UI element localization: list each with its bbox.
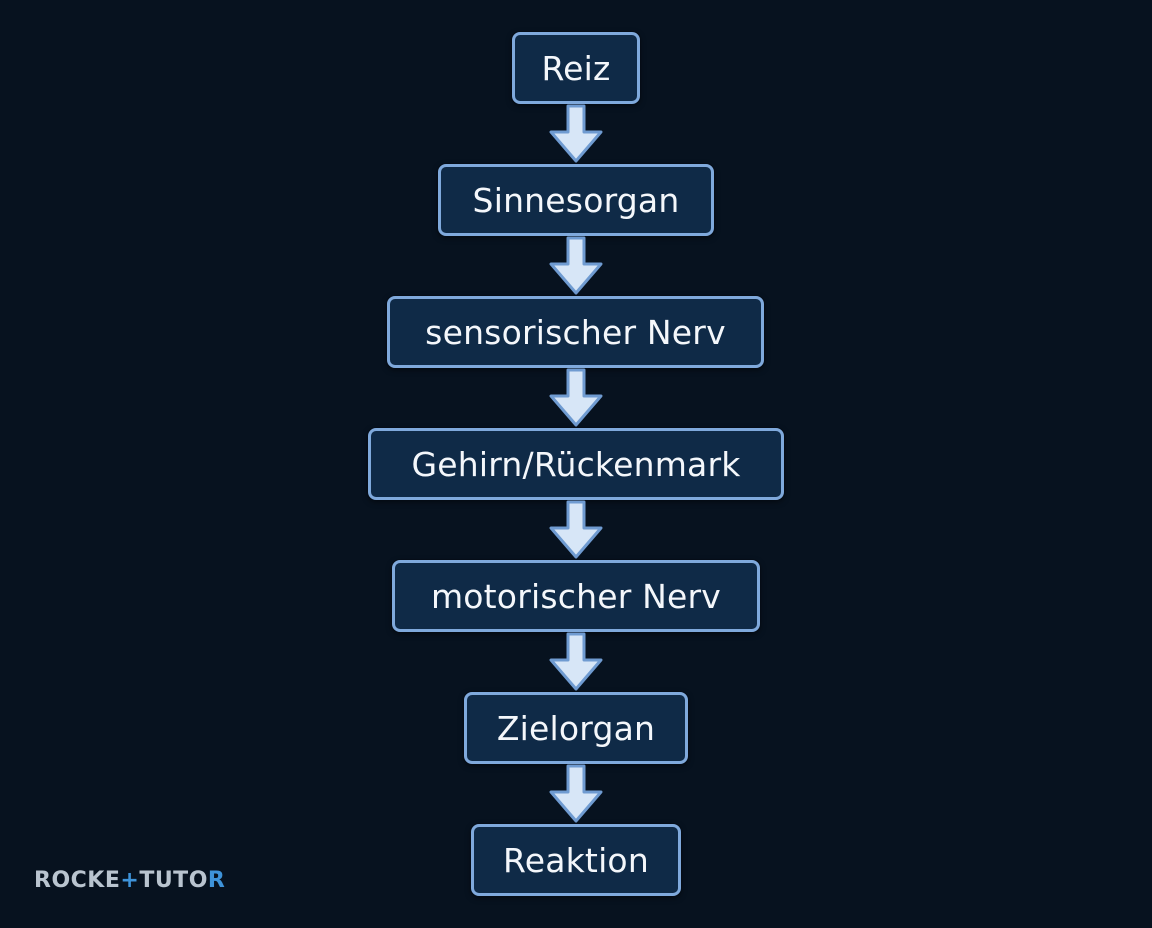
step-box-sinnesorgan: Sinnesorgan <box>438 164 714 236</box>
step-box-reaktion: Reaktion <box>471 824 681 896</box>
step-box-sensorischer-nerv: sensorischer Nerv <box>387 296 764 368</box>
rocketutor-logo: ROCKE+TUTOR <box>34 868 226 893</box>
flow-arrow-3 <box>546 368 606 428</box>
step-label-motorischer-nerv: motorischer Nerv <box>430 576 722 616</box>
flow-arrow-5 <box>546 632 606 692</box>
flow-arrow-6 <box>546 764 606 824</box>
flow-arrow-2 <box>546 236 606 296</box>
step-box-gehirn-rueckenmark: Gehirn/Rückenmark <box>368 428 784 500</box>
flow-arrow-4 <box>546 500 606 560</box>
step-label-sinnesorgan: Sinnesorgan <box>472 180 680 220</box>
step-label-sensorischer-nerv: sensorischer Nerv <box>425 312 726 352</box>
step-label-gehirn-rueckenmark: Gehirn/Rückenmark <box>411 444 741 484</box>
step-label-reaktion: Reaktion <box>503 840 649 880</box>
step-box-motorischer-nerv: motorischer Nerv <box>392 560 760 632</box>
step-box-reiz: Reiz <box>512 32 640 104</box>
flow-arrow-1 <box>546 104 606 164</box>
step-label-zielorgan: Zielorgan <box>496 708 656 748</box>
step-label-reiz: Reiz <box>541 48 611 88</box>
step-box-zielorgan: Zielorgan <box>464 692 688 764</box>
